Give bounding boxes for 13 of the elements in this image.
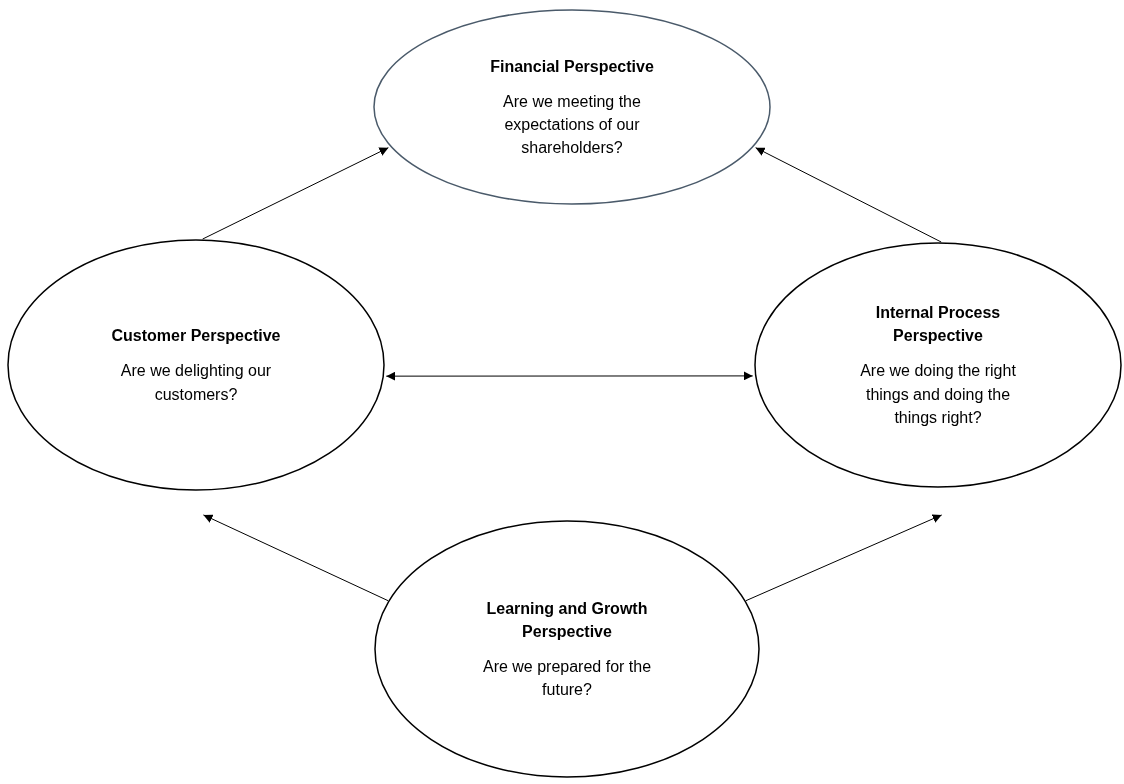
- arrow: [745, 514, 943, 602]
- node-title: Financial Perspective: [489, 56, 655, 77]
- node-question: Are we delighting our customers?: [119, 361, 273, 405]
- node-question: Are we doing the right things and doing the things right?: [859, 361, 1017, 428]
- node-question: Are we prepared for the future?: [481, 657, 653, 701]
- arrow: [385, 371, 754, 381]
- arrow: [755, 147, 942, 243]
- arrow: [202, 147, 389, 240]
- arrow: [202, 514, 389, 602]
- node-title: Customer Perspective: [110, 326, 282, 347]
- node-question: Are we meeting the expectations of our shareholders?: [502, 91, 642, 159]
- node-title: Internal Process Perspective: [874, 303, 1002, 347]
- node-title: Learning and Growth Perspective: [485, 598, 649, 642]
